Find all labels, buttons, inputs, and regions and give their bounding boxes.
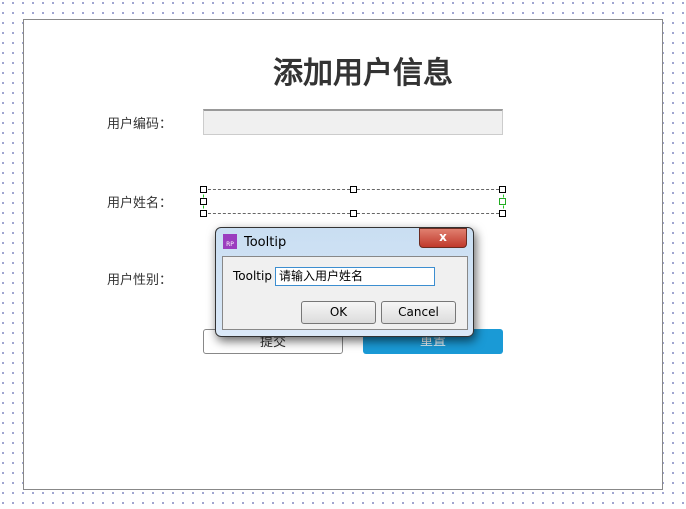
- close-icon[interactable]: x: [419, 228, 467, 248]
- page-title: 添加用户信息: [273, 56, 453, 91]
- resize-handle[interactable]: [200, 186, 207, 193]
- resize-handle[interactable]: [499, 210, 506, 217]
- dialog-title: Tooltip: [244, 235, 287, 250]
- ok-button[interactable]: OK: [301, 301, 376, 324]
- cancel-button[interactable]: Cancel: [381, 301, 456, 324]
- resize-handle[interactable]: [200, 198, 207, 205]
- resize-handle[interactable]: [499, 186, 506, 193]
- user-gender-label: 用户性别：: [107, 273, 173, 288]
- user-code-label: 用户编码：: [107, 117, 173, 132]
- resize-handle[interactable]: [350, 210, 357, 217]
- resize-handle[interactable]: [499, 198, 506, 205]
- resize-handle[interactable]: [350, 186, 357, 193]
- axure-rp-icon: RP: [223, 234, 237, 249]
- dialog-body: Tooltip 请输入用户姓名 OK Cancel: [222, 256, 468, 330]
- tooltip-dialog: RP Tooltip x Tooltip 请输入用户姓名 OK Cancel: [215, 227, 474, 337]
- resize-handle[interactable]: [200, 210, 207, 217]
- tooltip-label: Tooltip: [233, 269, 272, 283]
- user-name-label: 用户姓名：: [107, 196, 173, 211]
- tooltip-input[interactable]: 请输入用户姓名: [275, 267, 435, 286]
- user-code-input[interactable]: [203, 109, 503, 135]
